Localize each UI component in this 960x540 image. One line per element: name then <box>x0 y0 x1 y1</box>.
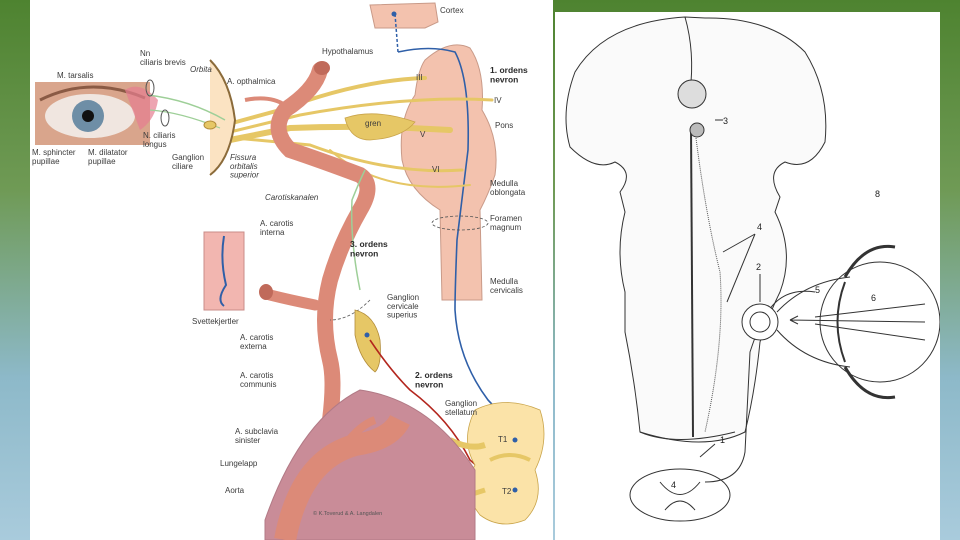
ciliary-nerves <box>147 94 226 121</box>
eyeball <box>819 261 940 383</box>
label-cortex: Cortex <box>440 6 464 15</box>
cortex-neuron <box>391 11 397 17</box>
leader-1 <box>699 443 716 458</box>
gcs-neuron <box>364 332 370 338</box>
number-1: 1 <box>720 435 725 445</box>
light-arrows <box>789 315 926 325</box>
label-m-tarsalis: M. tarsalis <box>57 71 93 80</box>
spinal-grey <box>659 481 701 511</box>
label-t1: T1 <box>498 435 508 444</box>
descending-tract-2 <box>694 129 722 433</box>
number-3: 3 <box>723 116 728 126</box>
descending-tract <box>690 126 694 438</box>
ring-a <box>145 79 155 97</box>
cortex-shape <box>369 2 439 29</box>
a-carotis-externa <box>264 289 321 311</box>
a-carotis-interna <box>270 62 376 428</box>
first-order-neuron <box>397 47 516 441</box>
nucleus-3 <box>689 122 705 138</box>
number-5: 5 <box>815 285 820 295</box>
aorta <box>274 414 410 540</box>
orbita <box>209 59 237 176</box>
label-hypothalamus: Hypothalamus <box>322 47 373 56</box>
pupil <box>82 110 94 122</box>
label-pons: Pons <box>495 121 513 130</box>
brain-pathway-line-drawing: 3 4 2 1 4 5 6 8 <box>555 12 940 540</box>
label-orbita: Orbita <box>190 65 212 74</box>
cortex-descending-path <box>394 13 399 53</box>
thalamus <box>677 79 707 109</box>
foramen-magnum-ring <box>431 215 489 231</box>
ganglion-inner <box>749 311 771 333</box>
iris-lens <box>836 281 846 363</box>
lungelapp <box>264 389 476 540</box>
label-cn-iii: III <box>416 73 423 82</box>
label-carotiskanalen: Carotiskanalen <box>265 193 319 202</box>
number-4-top: 4 <box>757 222 762 232</box>
externa-end <box>259 284 273 300</box>
number-4-bottom: 4 <box>671 480 676 490</box>
label-t2: T2 <box>502 487 512 496</box>
interna-top <box>314 61 330 75</box>
a-subclavia-sinister <box>341 416 377 448</box>
brainstem <box>400 44 497 301</box>
label-credit: © K.Toverud & A. Langdalen <box>313 510 382 517</box>
ring-b <box>160 109 170 127</box>
number-2: 2 <box>756 262 761 272</box>
label-cn-iv: IV <box>494 96 502 105</box>
label-aorta: Aorta <box>225 486 245 495</box>
light-rays <box>814 303 926 341</box>
leader-4 <box>722 233 756 303</box>
label-a-opthalmica: A. opthalmica <box>227 77 276 86</box>
label-lungelapp: Lungelapp <box>220 459 258 468</box>
eye-lateral <box>125 86 158 130</box>
ganglion-cervicale-superius <box>354 309 381 373</box>
number-8: 8 <box>875 189 880 199</box>
ciliary-muscle <box>843 244 896 400</box>
sweat-gland-duct <box>219 235 228 307</box>
third-order-neuron <box>350 169 366 291</box>
trigeminal-ganglion <box>344 113 416 141</box>
label-cn-v: V <box>420 130 426 139</box>
fiber-to-iris <box>776 276 851 368</box>
ganglion-ciliare <box>203 120 217 130</box>
number-6: 6 <box>871 293 876 303</box>
label-svettekjertler: Svettekjertler <box>192 317 239 326</box>
brainstem-lower <box>639 431 736 440</box>
third-order-neuron-dashed <box>329 299 371 321</box>
label-gren: gren <box>365 119 381 128</box>
label-cn-vi: VI <box>432 165 440 174</box>
